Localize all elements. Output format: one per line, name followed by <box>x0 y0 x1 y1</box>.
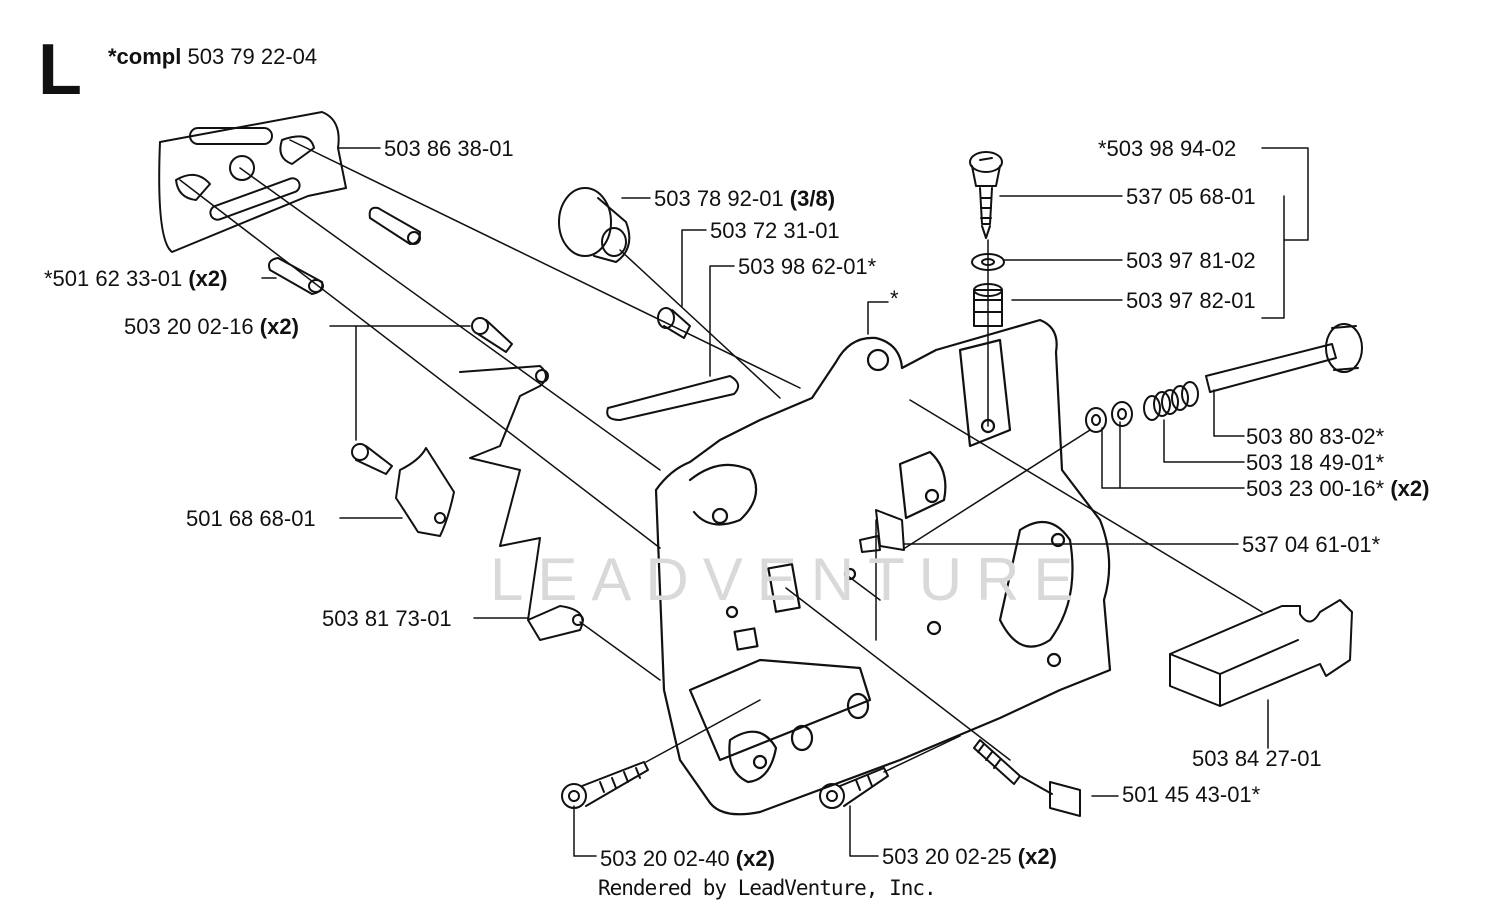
part-number: 537 04 61-01* <box>1242 532 1381 557</box>
part-label[interactable]: 503 18 49-01* <box>1246 450 1384 476</box>
part-label[interactable]: 503 72 31-01 <box>710 218 840 244</box>
bar-nut <box>558 187 631 263</box>
part-number: 503 98 62-01* <box>738 254 877 279</box>
oil-pump-plunger <box>859 509 905 553</box>
oil-pipe <box>606 375 740 421</box>
part-label[interactable]: 503 78 92-01 (3/8) <box>654 186 835 212</box>
part-number: * <box>890 286 899 311</box>
part-quantity: (x2) <box>1390 476 1430 501</box>
part-number: 501 68 68-01 <box>186 506 316 531</box>
part-quantity: (x2) <box>259 314 299 339</box>
guide-plate <box>158 111 347 253</box>
bar-stud <box>657 307 691 339</box>
bumper-plate <box>459 365 584 641</box>
part-label[interactable]: 503 86 38-01 <box>384 136 514 162</box>
part-label[interactable]: 503 97 81-02 <box>1126 248 1256 274</box>
kit-prefix: *compl <box>108 44 182 69</box>
kit-number: *compl 503 79 22-04 <box>108 44 317 70</box>
leader-lines <box>179 139 1309 857</box>
part-number: 503 18 49-01* <box>1246 450 1385 475</box>
tensioner-screw-stack <box>969 151 1005 327</box>
part-number: 503 86 38-01 <box>384 136 514 161</box>
part-label[interactable]: *503 98 94-02 <box>1098 136 1236 162</box>
part-number: 503 72 31-01 <box>710 218 840 243</box>
footer-credit: Rendered by LeadVenture, Inc. <box>598 876 937 900</box>
part-label[interactable]: 503 98 62-01* <box>738 254 876 280</box>
part-label[interactable]: 537 04 61-01* <box>1242 532 1380 558</box>
tensioner-bolt <box>973 739 1081 817</box>
part-label[interactable]: 503 84 27-01 <box>1192 746 1322 772</box>
part-number: 537 05 68-01 <box>1126 184 1256 209</box>
part-number: 503 81 73-01 <box>322 606 452 631</box>
part-label[interactable]: 501 45 43-01* <box>1122 782 1260 808</box>
part-number: 503 23 00-16* <box>1246 476 1385 501</box>
section-letter: L <box>38 30 82 110</box>
kit-part-number: 503 79 22-04 <box>187 44 318 69</box>
bumper-block <box>1169 599 1353 707</box>
part-label[interactable]: 503 80 83-02* <box>1246 424 1384 450</box>
part-quantity: (x2) <box>735 846 775 871</box>
crankcase-housing <box>654 318 1112 816</box>
part-label[interactable]: 503 81 73-01 <box>322 606 452 632</box>
part-number: 503 20 02-16 <box>124 314 254 339</box>
part-number: 503 84 27-01 <box>1192 746 1322 771</box>
part-number: 503 97 81-02 <box>1126 248 1256 273</box>
part-label[interactable]: * <box>890 286 899 312</box>
part-number: 503 20 02-40 <box>600 846 730 871</box>
part-label[interactable]: 503 20 02-40 (x2) <box>600 846 775 872</box>
part-label[interactable]: *501 62 33-01 (x2) <box>44 266 227 292</box>
part-label[interactable]: 503 23 00-16* (x2) <box>1246 476 1429 502</box>
part-quantity: (x2) <box>188 266 228 291</box>
bottom-bolts <box>561 761 889 809</box>
watermark: LEADVENTURE <box>490 546 1088 613</box>
part-number: 501 45 43-01* <box>1122 782 1261 807</box>
small-screws <box>351 317 513 475</box>
part-label[interactable]: 537 05 68-01 <box>1126 184 1256 210</box>
part-number: 503 78 92-01 <box>654 186 784 211</box>
part-number: 503 97 82-01 <box>1126 288 1256 313</box>
part-number: 503 20 02-25 <box>882 844 1012 869</box>
part-label[interactable]: 501 68 68-01 <box>186 506 316 532</box>
part-label[interactable]: 503 20 02-25 (x2) <box>882 844 1057 870</box>
part-number: *503 98 94-02 <box>1098 136 1237 161</box>
chain-catcher <box>395 447 455 537</box>
part-number: *501 62 33-01 <box>44 266 183 291</box>
part-quantity: (x2) <box>1017 844 1057 869</box>
oil-pump-parts <box>1085 323 1363 433</box>
part-number: 503 80 83-02* <box>1246 424 1385 449</box>
part-label[interactable]: 503 20 02-16 (x2) <box>124 314 299 340</box>
part-label[interactable]: 503 97 82-01 <box>1126 288 1256 314</box>
part-quantity: (3/8) <box>789 186 836 211</box>
spacers <box>268 206 421 295</box>
